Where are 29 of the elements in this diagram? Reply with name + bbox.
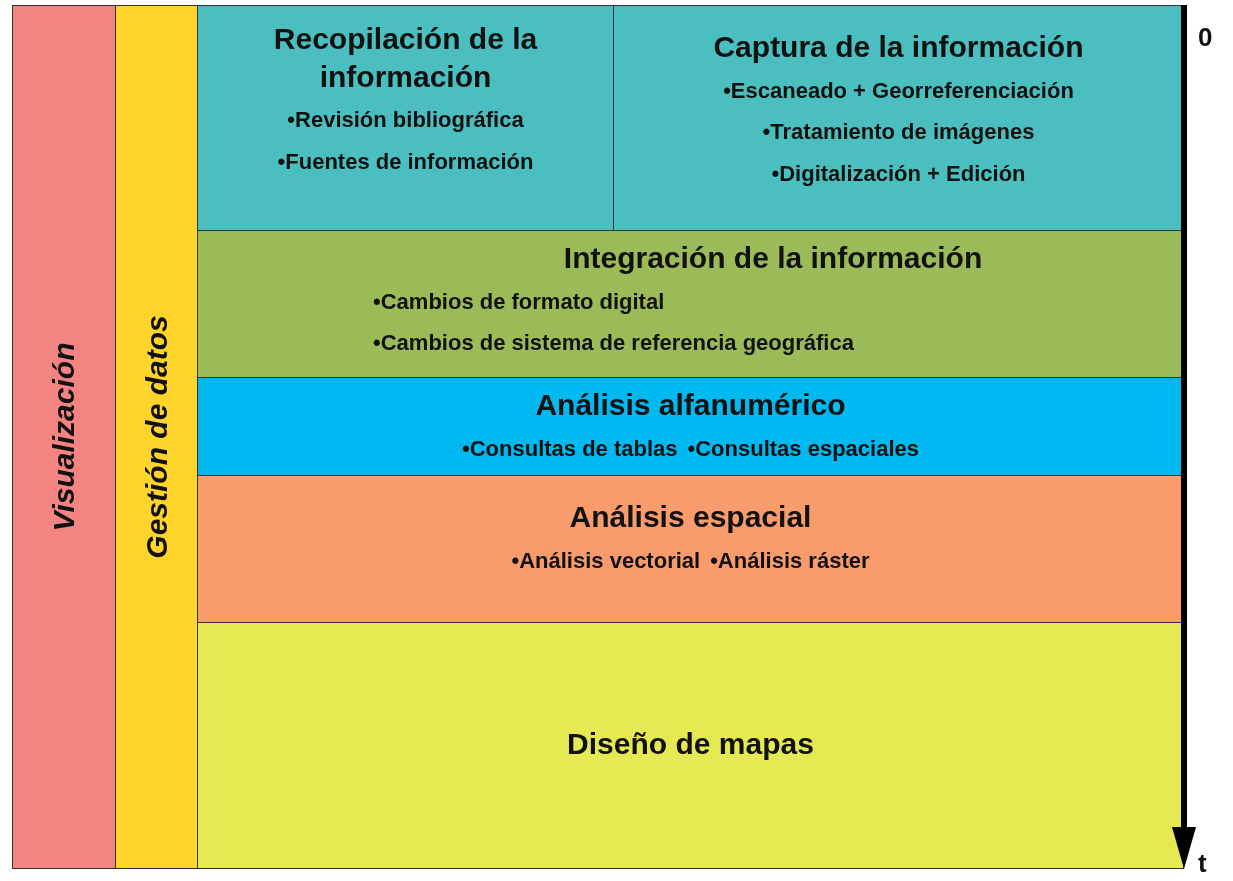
stage-band xyxy=(197,377,1184,476)
bullet-item: •Cambios de formato digital xyxy=(373,287,665,316)
heading: Análisis alfanumérico xyxy=(535,387,846,423)
bullet-item: •Digitalización + Edición xyxy=(771,160,1026,189)
vertical-label: Gestión de datos xyxy=(139,315,174,559)
stage-band xyxy=(197,475,1184,623)
heading: Recopilación de la información xyxy=(272,21,539,95)
bullet-item: •Análisis vectorial xyxy=(511,546,701,575)
heading: Captura de la información xyxy=(713,29,1084,65)
bullet-item: •Cambios de sistema de referencia geográfica xyxy=(373,329,854,358)
heading: Diseño de mapas xyxy=(567,725,814,762)
axis-label: t xyxy=(1198,848,1207,879)
bullet-item: •Análisis ráster xyxy=(710,546,870,575)
stage-band xyxy=(197,622,1184,869)
heading: Integración de la información xyxy=(563,240,983,276)
column-band xyxy=(115,5,198,869)
stage-band xyxy=(197,230,1184,378)
vertical-label: Visualización xyxy=(47,342,81,532)
bullet-item: •Tratamiento de imágenes xyxy=(762,118,1035,147)
bullet-item: •Revisión bibliográfica xyxy=(287,106,524,134)
bullet-item: •Escaneado + Georreferenciación xyxy=(723,76,1074,105)
column-band xyxy=(12,5,116,869)
axis-label: 0 xyxy=(1198,22,1213,53)
bullet-item: •Consultas de tablas xyxy=(462,434,678,463)
heading: Análisis espacial xyxy=(569,499,812,535)
stage-band xyxy=(613,5,1184,231)
stage-band xyxy=(197,5,614,231)
bullet-item: •Consultas espaciales xyxy=(687,434,919,463)
bullet-item: •Fuentes de información xyxy=(277,147,534,176)
